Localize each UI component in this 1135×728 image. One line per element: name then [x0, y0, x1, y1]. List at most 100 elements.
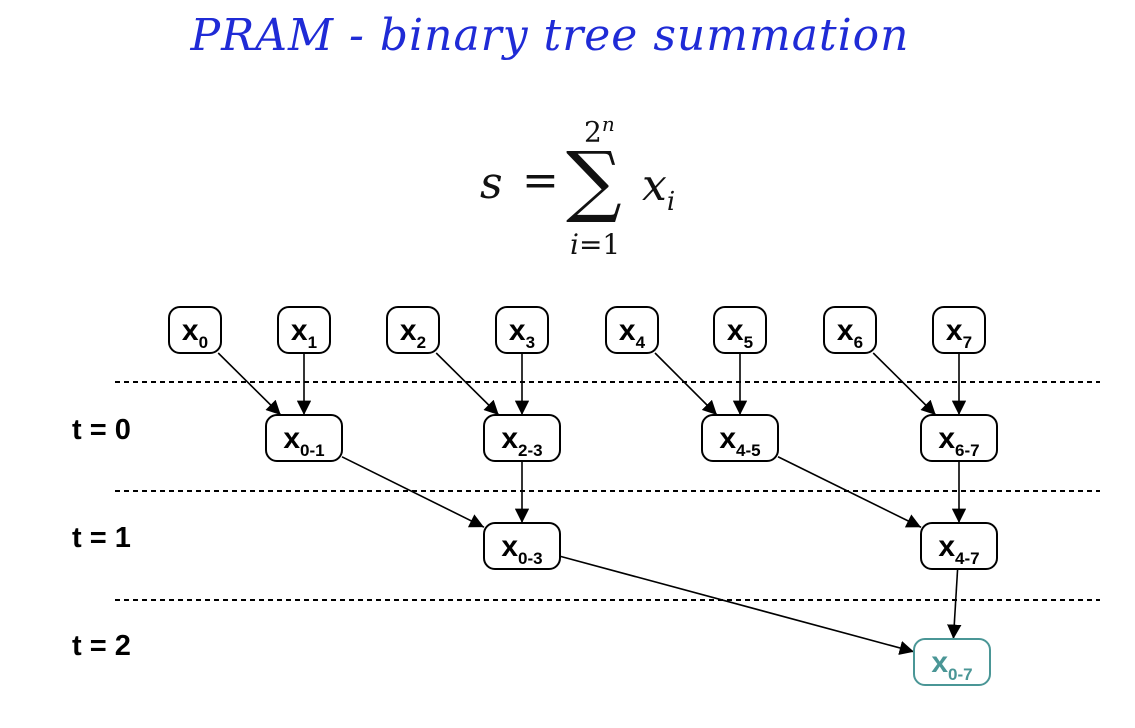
node-label-sub: 0-7	[948, 665, 973, 684]
formula-lhs: s	[480, 158, 503, 209]
edge-x45-to-x47	[777, 456, 922, 528]
node-x23: x2-3	[483, 414, 561, 462]
node-x47: x4-7	[920, 522, 998, 570]
formula-equals: =	[522, 155, 559, 206]
node-x07: x0-7	[913, 638, 991, 686]
node-label-sub: 6	[854, 333, 863, 352]
node-label-base: x	[619, 314, 636, 347]
edge-x4-to-x45	[654, 352, 718, 416]
edge-x03-to-x07	[559, 555, 915, 655]
formula-lower-var: i	[570, 228, 579, 261]
node-label-base: x	[509, 314, 526, 347]
node-label-sub: 4	[636, 333, 646, 352]
node-x2: x2	[386, 306, 440, 354]
node-label: x4	[619, 314, 646, 352]
node-box	[483, 522, 561, 570]
node-label-sub: 7	[963, 333, 972, 352]
node-label: x0-1	[283, 422, 324, 460]
node-box	[495, 306, 549, 354]
node-label-base: x	[182, 314, 199, 347]
edge-x47-to-x07	[947, 568, 962, 640]
node-label-sub: 2-3	[518, 441, 543, 460]
node-label-sub: 3	[526, 333, 535, 352]
node-label-sub: 0-3	[518, 549, 543, 568]
node-box	[483, 414, 561, 462]
node-label-base: x	[946, 314, 963, 347]
node-label-base: x	[727, 314, 744, 347]
node-label-sub: 0-1	[300, 441, 325, 460]
edge-x0-to-x01	[217, 352, 282, 416]
node-box	[168, 306, 222, 354]
node-label-base: x	[283, 422, 300, 455]
node-label-sub: 4-5	[736, 441, 761, 460]
sigma-symbol: ∑	[566, 136, 622, 226]
node-label-sub: 4-7	[955, 549, 980, 568]
node-x01: x0-1	[265, 414, 343, 462]
node-box	[386, 306, 440, 354]
node-box	[913, 638, 991, 686]
node-label-sub: 0	[199, 333, 208, 352]
node-label-base: x	[938, 530, 955, 563]
formula-lower-eq: =1	[578, 228, 621, 261]
formula-term: xi	[642, 160, 675, 217]
time-label-t0: t = 0	[72, 414, 131, 446]
node-label-base: x	[938, 422, 955, 455]
node-x67: x6-7	[920, 414, 998, 462]
node-label-sub: 1	[308, 333, 317, 352]
edges-layer	[217, 352, 967, 655]
node-label-base: x	[501, 422, 518, 455]
node-box	[932, 306, 986, 354]
time-label-t2: t = 2	[72, 630, 131, 662]
node-x7: x7	[932, 306, 986, 354]
node-x4: x4	[605, 306, 659, 354]
formula-upper-base: 2	[584, 115, 602, 149]
node-box	[701, 414, 779, 462]
node-label: x0-7	[931, 646, 972, 684]
node-label-sub: 6-7	[955, 441, 980, 460]
node-x1: x1	[277, 306, 331, 354]
node-x45: x4-5	[701, 414, 779, 462]
node-box	[605, 306, 659, 354]
node-label: x2-3	[501, 422, 542, 460]
node-x3: x3	[495, 306, 549, 354]
node-label: x1	[291, 314, 317, 352]
node-label: x4-7	[938, 530, 979, 568]
node-label: x6-7	[938, 422, 979, 460]
node-x6: x6	[823, 306, 877, 354]
node-label-base: x	[931, 646, 948, 679]
node-box	[823, 306, 877, 354]
time-label-t1: t = 1	[72, 522, 131, 554]
node-label-sub: 2	[417, 333, 426, 352]
node-box	[713, 306, 767, 354]
node-label: x0-3	[501, 530, 542, 568]
node-box	[920, 414, 998, 462]
node-label: x5	[727, 314, 753, 352]
node-label-base: x	[291, 314, 308, 347]
formula-term-base: x	[642, 160, 667, 211]
node-x03: x0-3	[483, 522, 561, 570]
page-title: PRAM - binary tree summation	[190, 10, 910, 61]
node-label: x4-5	[719, 422, 760, 460]
node-x0: x0	[168, 306, 222, 354]
node-label: x7	[946, 314, 972, 352]
node-box	[265, 414, 343, 462]
node-label: x2	[400, 314, 426, 352]
formula-upper-exp: n	[601, 112, 615, 136]
node-label-base: x	[719, 422, 736, 455]
node-label: x0	[182, 314, 208, 352]
node-label-base: x	[400, 314, 417, 347]
node-label: x3	[509, 314, 535, 352]
edge-x6-to-x67	[872, 352, 937, 416]
node-label-base: x	[501, 530, 518, 563]
node-box	[920, 522, 998, 570]
node-x5: x5	[713, 306, 767, 354]
edge-x01-to-x03	[341, 456, 485, 528]
edge-x2-to-x23	[435, 352, 500, 416]
formula-lower-limit: i=1	[570, 228, 620, 261]
node-label: x6	[837, 314, 863, 352]
summation-formula: s = 2n ∑ i=1 xi	[470, 100, 710, 270]
formula-upper-limit: 2n	[584, 112, 615, 148]
node-box	[277, 306, 331, 354]
